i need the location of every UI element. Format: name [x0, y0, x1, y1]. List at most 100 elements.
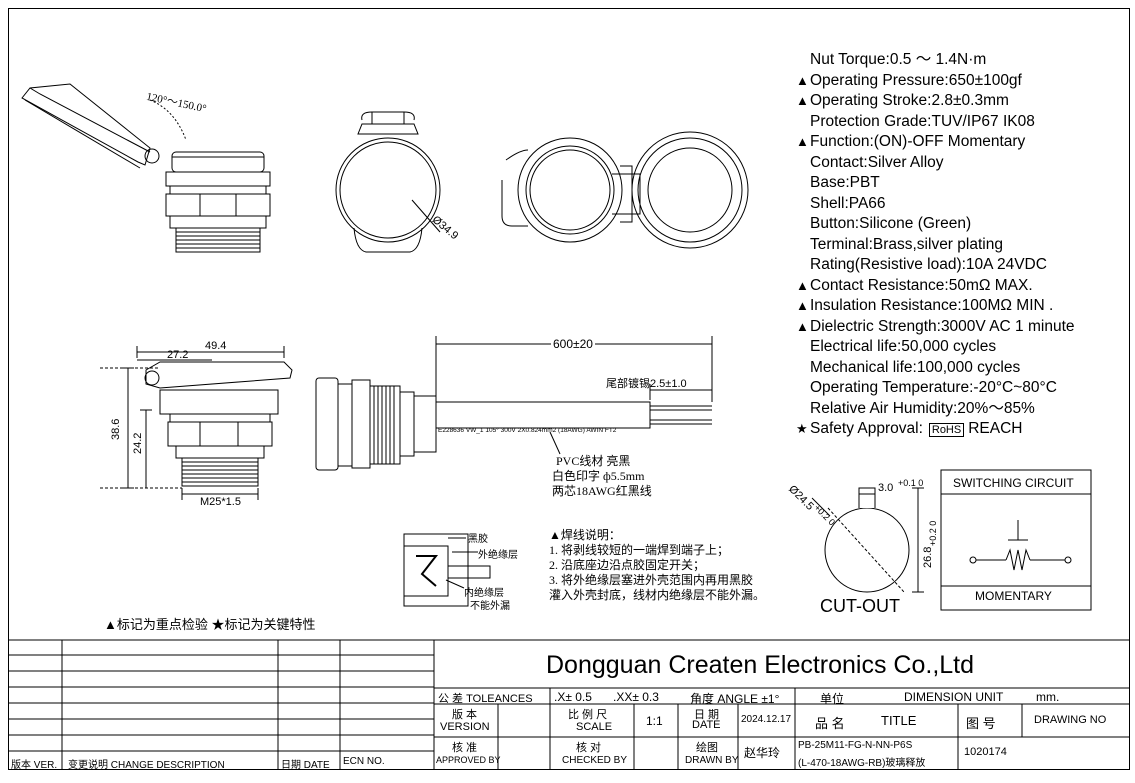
welding-instructions: ▲焊线说明： 1. 将剥线较短的一端焊到端子上； 2. 沿底座边沿点胶固定开关；…	[549, 528, 765, 603]
welding-line-1: 1. 将剥线较短的一端焊到端子上；	[549, 543, 730, 557]
cutout-height-label: 26.8	[922, 546, 934, 568]
rev-date-header: 日期 DATE	[281, 760, 330, 771]
spec-list: Nut Torque:0.5 ～ 1.4N·m▲Operating Pressu…	[796, 50, 1075, 440]
width-49-label: 49.4	[205, 340, 227, 352]
welding-line-4: 灌入外壳封底，线材内绝缘层不能外漏。	[549, 588, 766, 602]
switching-circuit-box	[940, 469, 1092, 611]
spec-row: Terminal:Brass,silver plating	[796, 235, 1075, 256]
spec-text: Operating Pressure:650±100gf	[810, 71, 1022, 89]
cutout-title: CUT-OUT	[820, 596, 900, 616]
approved-cn: 核 准	[452, 742, 478, 754]
version-en: VERSION	[440, 721, 490, 733]
spec-row: ▲Function:(ON)-OFF Momentary	[796, 132, 1075, 153]
spec-mark: ▲	[796, 277, 809, 293]
safety-mark: ★	[796, 421, 808, 436]
spec-row: Mechanical life:100,000 cycles	[796, 358, 1075, 379]
scale-en: SCALE	[576, 721, 613, 733]
date-cn: 日 期	[694, 709, 720, 721]
checked-cn: 核 对	[576, 742, 602, 754]
unit-label: 单位	[820, 692, 845, 706]
tin-plating-label: 尾部镀锡2.5±1.0	[606, 378, 687, 390]
tolerance-xx: .XX± 0.3	[613, 690, 659, 704]
top-view	[501, 131, 749, 249]
side-view-open-cap	[21, 83, 271, 253]
dimensioned-side-view	[100, 346, 293, 500]
front-cap-view	[335, 111, 441, 253]
spec-text: Electrical life:50,000 cycles	[810, 338, 997, 355]
spec-text: Operating Stroke:2.8±0.3mm	[810, 92, 1009, 109]
scale-value: 1:1	[646, 714, 663, 728]
spec-mark: ▲	[796, 318, 809, 334]
height-38-label: 38.6	[110, 418, 122, 440]
spec-text: Insulation Resistance:100MΩ MIN .	[810, 297, 1054, 314]
spec-text: Button:Silicone (Green)	[810, 215, 972, 232]
switching-circuit-title: SWITCHING CIRCUIT	[953, 476, 1074, 490]
spec-text: Terminal:Brass,silver plating	[810, 235, 1003, 253]
checked-en: CHECKED BY	[562, 755, 628, 766]
spec-text: Relative Air Humidity:20%～85%	[810, 399, 1035, 417]
welding-detail	[403, 533, 491, 607]
drawn-by-value: 赵华玲	[744, 746, 781, 760]
rohs-badge: RoHS	[928, 423, 965, 437]
welding-line-2: 2. 沿底座边沿点胶固定开关；	[549, 558, 706, 572]
unit-en: DIMENSION UNIT	[904, 690, 1004, 704]
spec-text: Operating Temperature:-20°C~80°C	[810, 379, 1057, 396]
spec-row: ▲Operating Pressure:650±100gf	[796, 71, 1075, 92]
version-cn: 版 本	[452, 709, 478, 721]
approved-en: APPROVED BY	[436, 755, 501, 765]
spec-row: Rating(Resistive load):10A 24VDC	[796, 255, 1075, 276]
title-block-grid	[8, 639, 1130, 770]
rev-version-header: 版本 VER.	[11, 760, 58, 771]
part-number-2: (L-470-18AWG-RB)玻璃释放	[798, 758, 926, 769]
height-24-label: 24.2	[132, 432, 144, 454]
scale-cn: 比 例 尺	[568, 709, 608, 721]
spec-row: Electrical life:50,000 cycles	[796, 337, 1075, 358]
inner-insulation-label-1: 内绝缘层	[464, 588, 504, 599]
reach-label: REACH	[968, 420, 1023, 437]
spec-text: Shell:PA66	[810, 194, 886, 212]
rev-description-header: 变更说明 CHANGE DESCRIPTION	[68, 760, 225, 771]
outer-insulation-label: 外绝缘层	[478, 550, 518, 561]
drawing-number: 1020174	[964, 746, 1007, 758]
spec-mark: ▲	[796, 72, 809, 88]
company-name: Dongguan Createn Electronics Co.,Ltd	[546, 651, 975, 679]
safety-label: Safety Approval:	[810, 420, 923, 437]
spec-row: Contact:Silver Alloy	[796, 153, 1075, 174]
width-27-label: 27.2	[167, 349, 189, 361]
spec-text: Rating(Resistive load):10A 24VDC	[810, 256, 1047, 273]
spec-mark: ▲	[796, 298, 809, 313]
cutout-width-label: 3.0	[878, 482, 894, 494]
drawing-no-cn: 图 号	[966, 716, 996, 731]
momentary-label: MOMENTARY	[975, 589, 1052, 603]
spec-row: Protection Grade:TUV/IP67 IK08	[796, 112, 1075, 133]
spec-text: Contact:Silver Alloy	[810, 153, 944, 171]
pvc-line-3: 两芯18AWG红黑线	[552, 484, 652, 498]
drawn-en: DRAWN BY	[685, 755, 739, 766]
spec-text: Mechanical life:100,000 cycles	[810, 358, 1021, 376]
spec-row: ▲Contact Resistance:50mΩ MAX.	[796, 276, 1075, 297]
spec-row: Button:Silicone (Green)	[796, 214, 1075, 235]
cutout-width-tol: +0.1 0	[898, 478, 924, 488]
spec-row: Nut Torque:0.5 ～ 1.4N·m	[796, 50, 1075, 71]
spec-row: Relative Air Humidity:20%～85%	[796, 399, 1075, 420]
spec-row: Shell:PA66	[796, 194, 1075, 215]
thread-label: M25*1.5	[200, 496, 241, 508]
tolerance-label: 公 差 TOLEANCES	[438, 693, 533, 705]
legend-text: ▲标记为重点检验 ★标记为关键特性	[104, 617, 316, 632]
spec-row: ▲Insulation Resistance:100MΩ MIN .	[796, 296, 1075, 317]
sheet-border	[8, 8, 1130, 770]
drawn-cn: 绘图	[696, 742, 718, 754]
pvc-line-1: PVC线材 亮黑	[556, 454, 631, 468]
drawing-no-en: DRAWING NO	[1034, 714, 1107, 726]
cutout-height-tol: +0.2 0	[928, 520, 938, 546]
unit-value: mm.	[1036, 690, 1060, 704]
title-cn: 品 名	[815, 716, 845, 731]
inner-insulation-label-2: 不能外漏	[470, 601, 510, 612]
cable-view	[315, 336, 713, 471]
spec-row: Base:PBT	[796, 173, 1075, 194]
spec-text: Protection Grade:TUV/IP67 IK08	[810, 112, 1035, 130]
spec-text: Function:(ON)-OFF Momentary	[810, 133, 1026, 150]
